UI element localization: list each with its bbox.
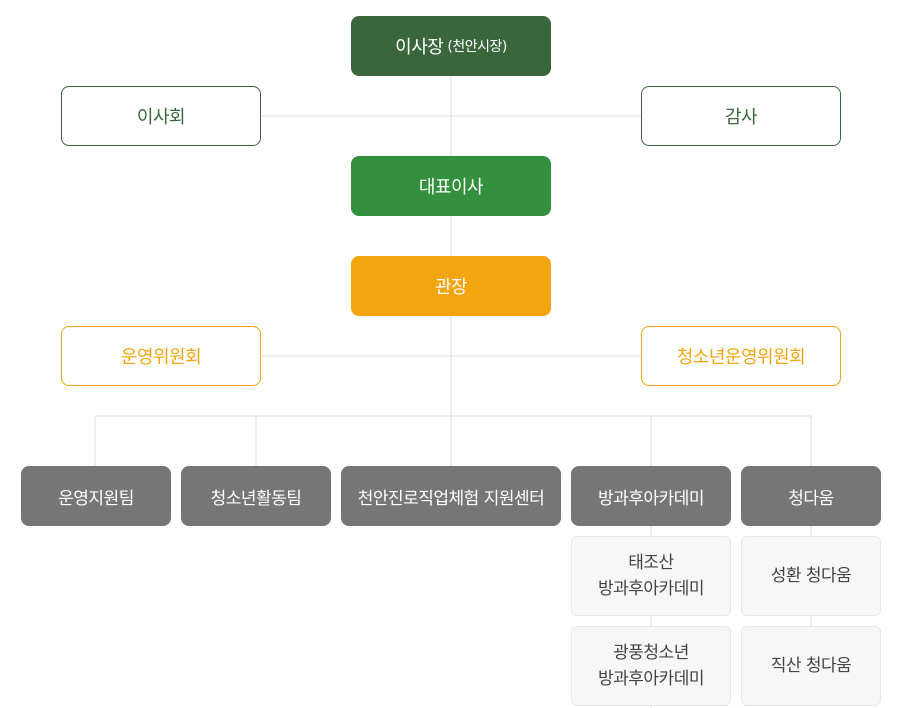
ceo-box: 대표이사 <box>351 156 551 216</box>
academy-sub-box-gwangpung: 광풍청소년 방과후아카데미 <box>571 626 731 706</box>
audit-label: 감사 <box>724 107 758 128</box>
academy-sub-line1: 광풍청소년 <box>613 643 689 663</box>
chairman-box: 이사장 (천안시장) <box>351 16 551 76</box>
chairman-label: 이사장 <box>395 37 444 58</box>
director-box: 관장 <box>351 256 551 316</box>
academy-sub-line1: 태조산 <box>628 553 674 573</box>
operating-committee-box: 운영위원회 <box>61 326 261 386</box>
academy-sub-line2: 방과후아카데미 <box>598 579 704 599</box>
youth-committee-box: 청소년운영위원회 <box>641 326 841 386</box>
youth-committee-label: 청소년운영위원회 <box>676 347 806 368</box>
board-box: 이사회 <box>61 86 261 146</box>
team-box-youth-activity: 청소년활동팀 <box>181 466 331 526</box>
director-label: 관장 <box>434 277 468 298</box>
audit-box: 감사 <box>641 86 841 146</box>
cheongdaum-sub-box-jiksan: 직산 청다움 <box>741 626 881 706</box>
team-label: 천안진로직업체험 지원센터 <box>357 488 545 509</box>
team-box-after-school-academy: 방과후아카데미 <box>571 466 731 526</box>
academy-sub-line2: 방과후아카데미 <box>598 669 704 689</box>
team-label: 청다움 <box>788 488 834 509</box>
ceo-label: 대표이사 <box>418 177 484 198</box>
cheongdaum-sub-label: 직산 청다움 <box>770 656 852 676</box>
academy-sub-box-taejosan: 태조산 방과후아카데미 <box>571 536 731 616</box>
team-box-cheongdaum: 청다움 <box>741 466 881 526</box>
board-label: 이사회 <box>136 107 186 128</box>
chairman-note: (천안시장) <box>447 39 507 55</box>
team-box-career-center: 천안진로직업체험 지원센터 <box>341 466 561 526</box>
team-label: 방과후아카데미 <box>598 488 704 509</box>
team-label: 청소년활동팀 <box>210 488 302 509</box>
operating-committee-label: 운영위원회 <box>120 347 202 368</box>
cheongdaum-sub-box-seonghwan: 성환 청다움 <box>741 536 881 616</box>
cheongdaum-sub-label: 성환 청다움 <box>770 566 852 586</box>
team-box-operations-support: 운영지원팀 <box>21 466 171 526</box>
team-label: 운영지원팀 <box>58 488 134 509</box>
